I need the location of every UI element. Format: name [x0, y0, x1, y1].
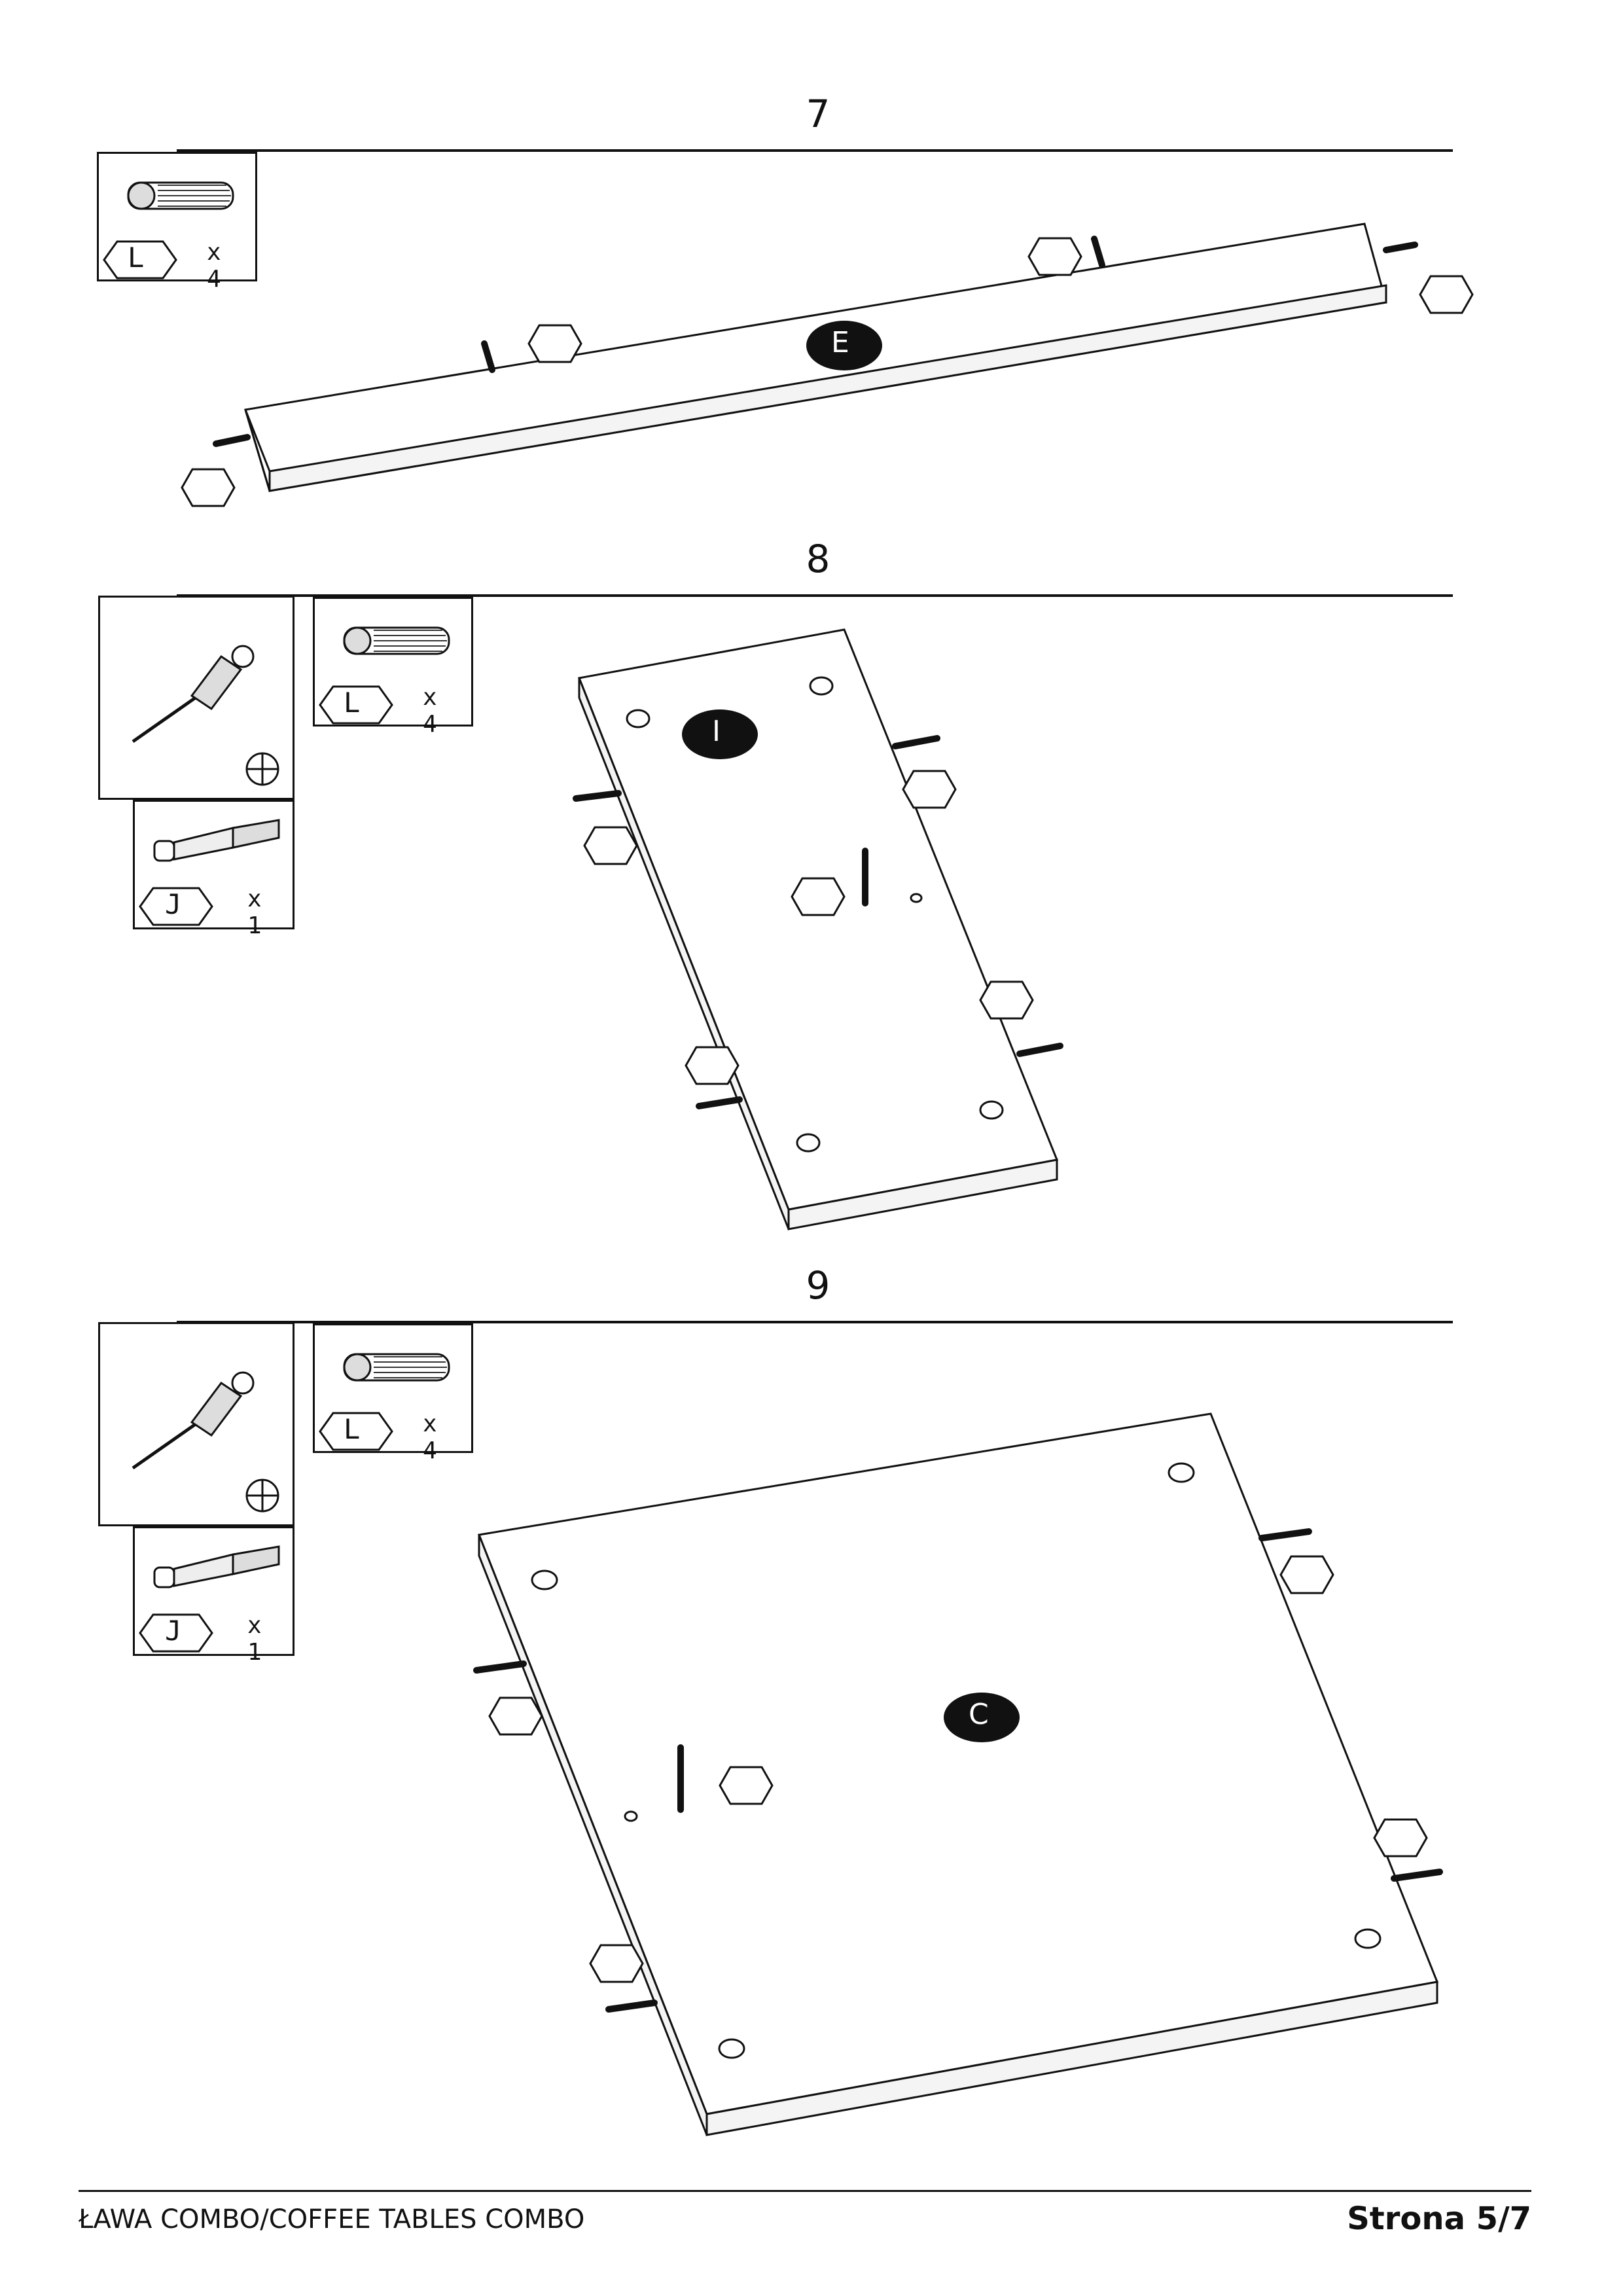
hex-label-icon — [1419, 275, 1474, 314]
part-qty-J: x 1 — [247, 1612, 264, 1666]
dowel-icon — [127, 181, 234, 210]
part-qty-L: x 4 — [423, 684, 440, 738]
step-7-rule — [177, 149, 1453, 152]
board-C — [477, 1412, 1439, 2136]
panel-label-C: C — [969, 1698, 989, 1731]
step-number-8: 8 — [806, 537, 830, 581]
step-8-rule — [177, 594, 1453, 597]
hex-label-icon — [103, 240, 177, 279]
hex-label-icon — [319, 685, 393, 725]
step-number-9: 9 — [806, 1263, 830, 1308]
step-8-tool-box — [98, 596, 294, 800]
hex-label-icon — [1279, 1555, 1334, 1594]
step-9-rule — [177, 1321, 1453, 1323]
part-code-L: L — [344, 1413, 363, 1445]
hex-label-icon — [181, 468, 236, 507]
part-code-J: J — [165, 1615, 185, 1647]
hex-label-icon — [685, 1046, 740, 1085]
page-indicator: Strona 5/7 — [1347, 2200, 1531, 2237]
panel-badge-C — [944, 1693, 1020, 1742]
hex-label-icon — [488, 1696, 543, 1736]
hex-label-icon — [139, 1613, 213, 1653]
hex-label-icon — [139, 887, 213, 926]
panel-label-E: E — [831, 326, 849, 359]
screwdriver-icon — [132, 645, 255, 744]
panel-badge-E — [806, 321, 882, 370]
hex-label-icon — [979, 980, 1034, 1020]
hex-label-icon — [719, 1766, 774, 1805]
board-I — [577, 628, 1059, 1230]
dowel-icon — [343, 626, 450, 655]
phillips-cross-icon — [245, 1479, 279, 1513]
part-code-L: L — [344, 687, 363, 719]
dowel-pins-step7 — [213, 236, 1418, 447]
board-C-holes — [531, 1462, 1382, 2059]
step-number-7: 7 — [806, 92, 830, 136]
part-qty-L: x 4 — [423, 1410, 440, 1464]
step-8-dowel-box: L x 4 — [313, 597, 473, 738]
hex-label-icon — [319, 1412, 393, 1451]
cam-bolt-icon — [153, 819, 280, 862]
dowel-pins-step8 — [573, 735, 1063, 1109]
hex-label-icon — [1373, 1818, 1428, 1857]
screwdriver-icon — [132, 1371, 255, 1470]
part-code-J: J — [165, 888, 185, 920]
cam-bolt-icon — [153, 1545, 280, 1588]
step-9-cam-bolt-box: J x 1 — [133, 1526, 294, 1666]
step-7-parts-box: L x 4 — [97, 152, 257, 293]
panel-label-I: I — [712, 715, 721, 748]
phillips-cross-icon — [245, 752, 279, 786]
footer-title: ŁAWA COMBO/COFFEE TABLES COMBO — [79, 2204, 585, 2234]
step-9-dowel-box: L x 4 — [313, 1323, 473, 1464]
part-qty-J: x 1 — [247, 886, 264, 939]
hex-label-icon — [902, 770, 957, 809]
hex-label-icon — [583, 826, 638, 865]
footer-rule — [79, 2190, 1531, 2192]
step-9-tool-box — [98, 1322, 294, 1526]
dowel-icon — [343, 1353, 450, 1382]
hex-label-icon — [527, 324, 582, 363]
hex-label-icon — [589, 1944, 644, 1983]
dowel-pins-step9 — [473, 1528, 1443, 2013]
step-8-cam-bolt-box: J x 1 — [133, 800, 294, 939]
board-I-holes — [626, 676, 1004, 1153]
hex-label-icon — [791, 877, 846, 916]
hex-label-icon — [1027, 237, 1082, 276]
panel-badge-I — [682, 709, 758, 759]
part-qty-L: x 4 — [207, 239, 224, 293]
part-code-L: L — [128, 242, 147, 274]
